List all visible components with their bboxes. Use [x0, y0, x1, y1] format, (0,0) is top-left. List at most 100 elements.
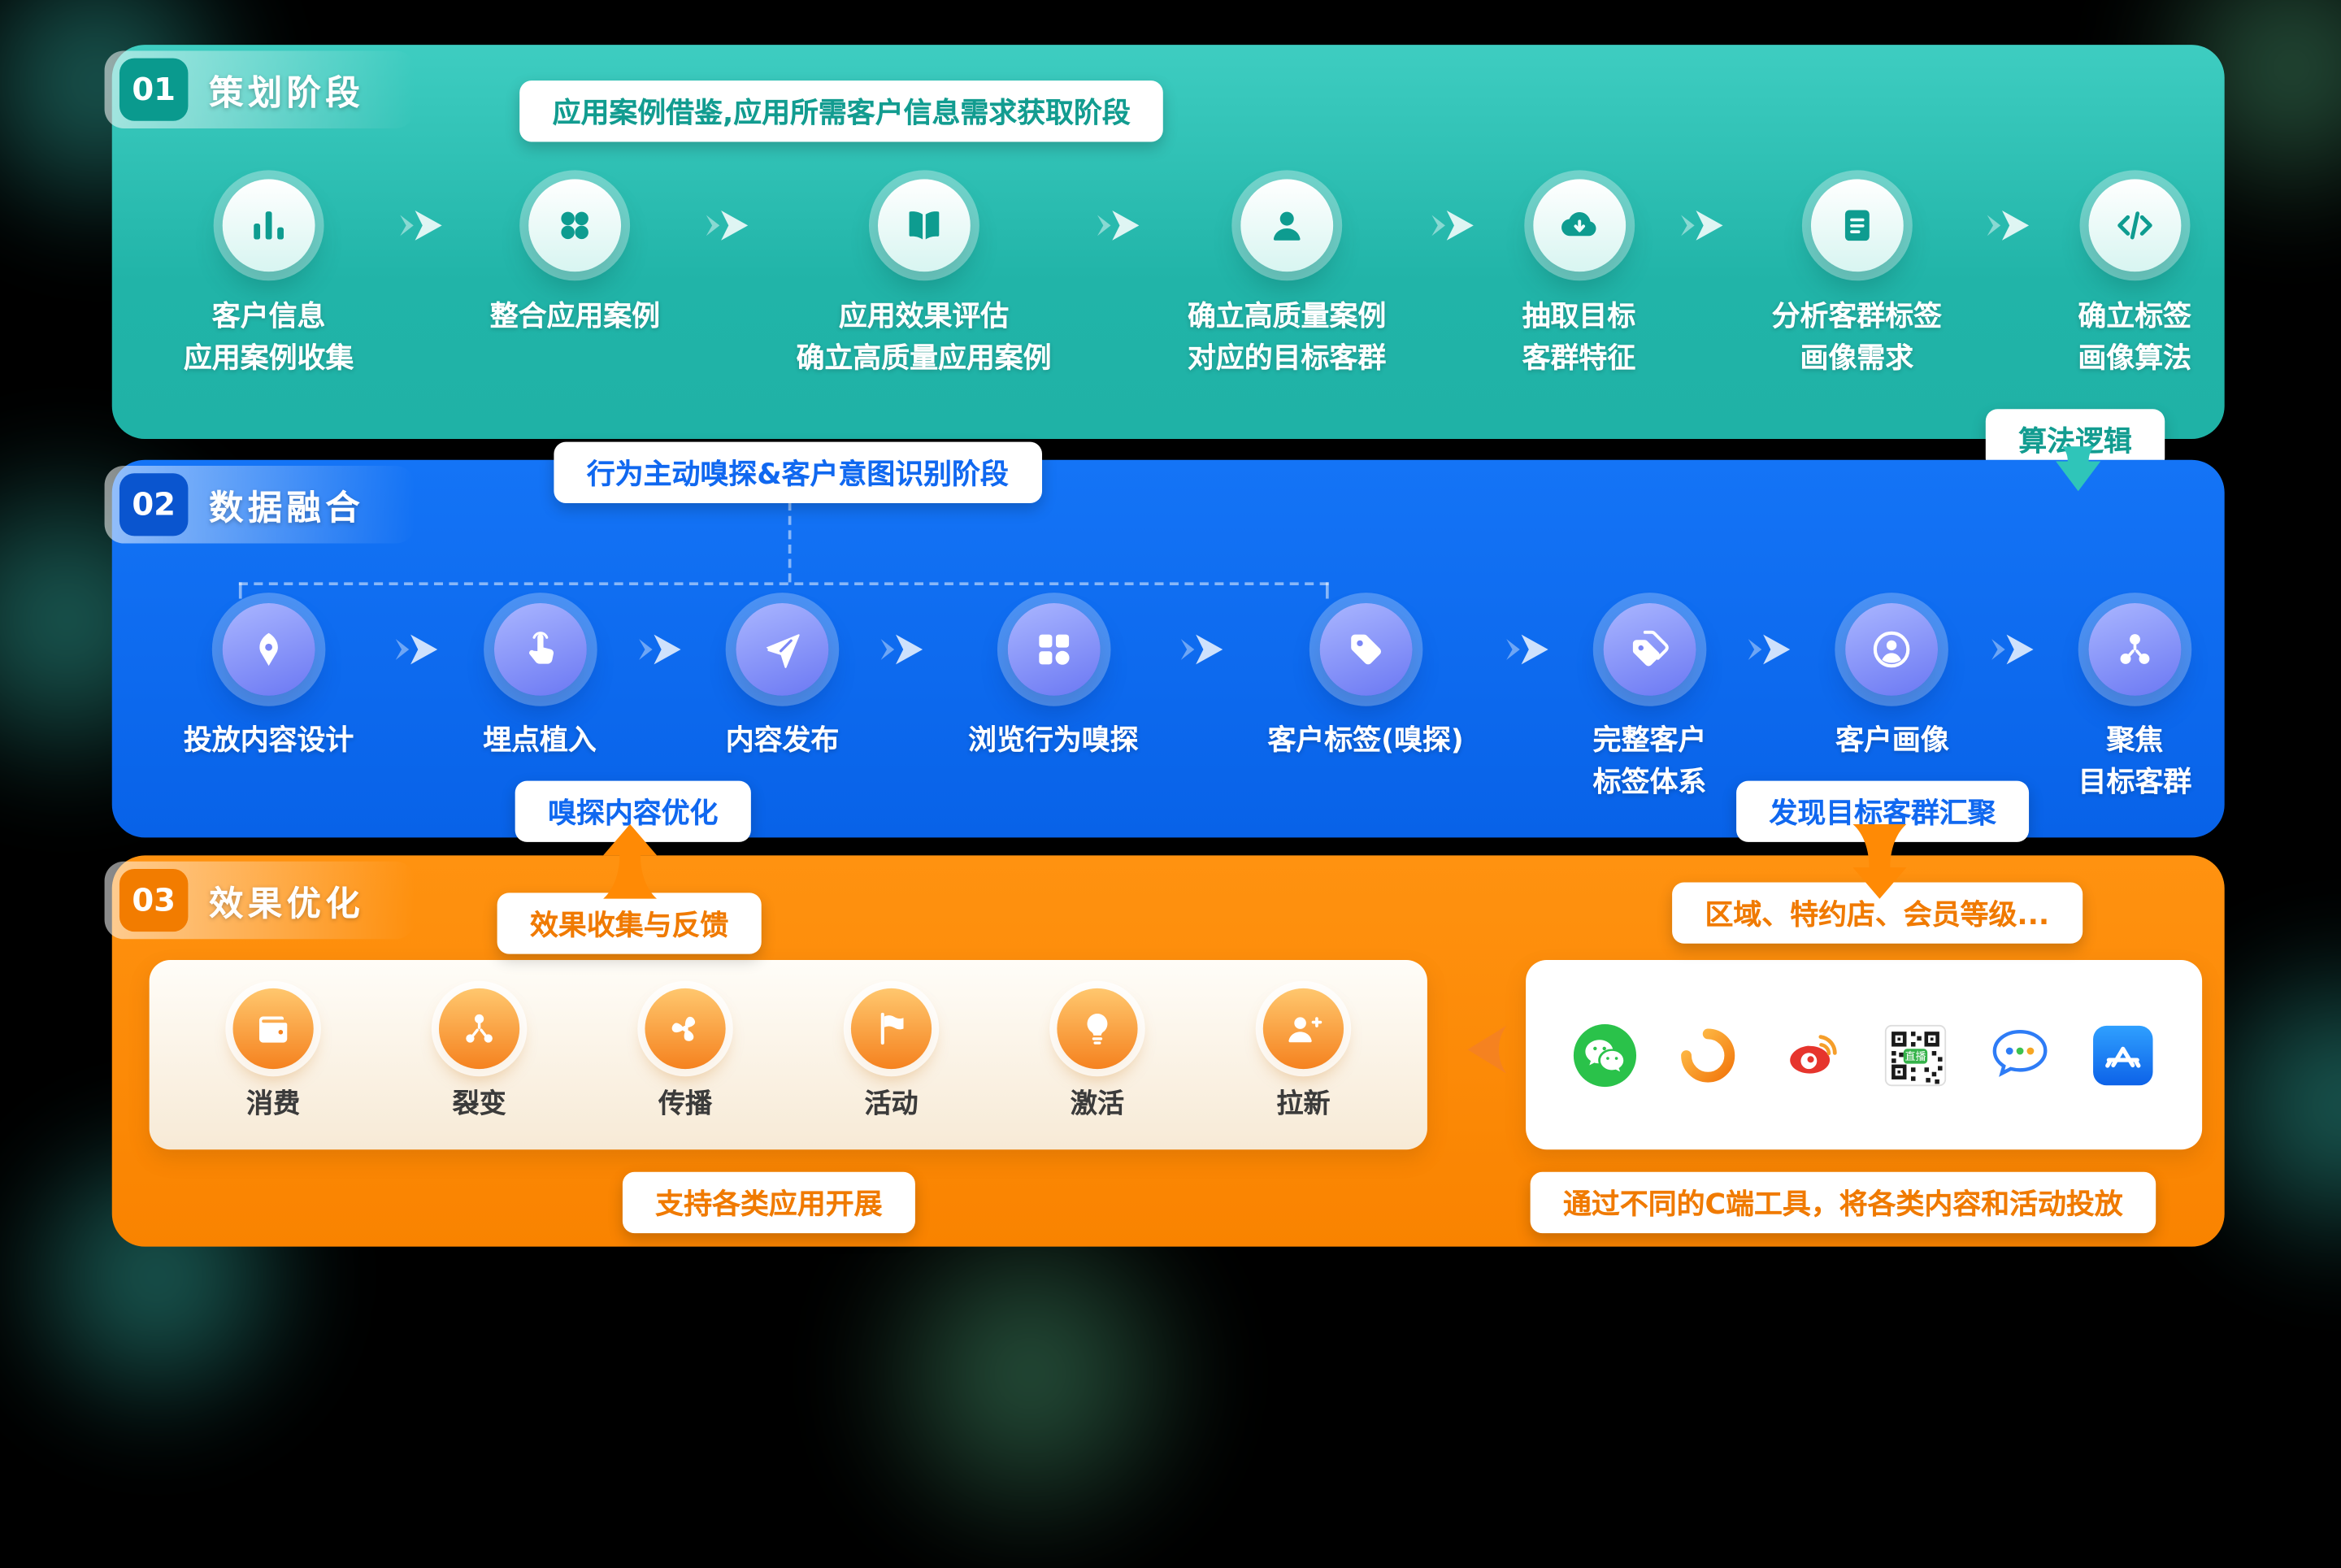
add-user-icon — [1262, 988, 1344, 1070]
phase3-number: 03 — [119, 868, 189, 932]
step-label-line: 确立标签 — [2078, 300, 2192, 333]
step-label: 完整客户 标签体系 — [1593, 721, 1707, 803]
step-label-line: 客群特征 — [1522, 341, 1636, 375]
live-qr-icon: 直播 — [1882, 1020, 1950, 1088]
app-awaken: 激活 — [1057, 988, 1138, 1121]
step-label: 整合应用案例 — [490, 298, 660, 339]
wallet-icon — [232, 988, 314, 1070]
phase3-badge: 03 效果优化 — [104, 861, 415, 940]
tags-icon — [1603, 603, 1696, 696]
step-label: 客户信息 应用案例收集 — [184, 298, 354, 380]
step-label-line: 聚焦 — [2106, 723, 2164, 758]
fan-icon — [645, 988, 726, 1070]
dashed-connector — [1325, 582, 1329, 599]
channels-loop-icon — [1674, 1020, 1742, 1088]
phase1-step-3: 应用效果评估 确立高质量应用案例 — [796, 179, 1052, 380]
phase2-number: 02 — [119, 473, 189, 536]
app-label: 激活 — [1070, 1088, 1125, 1120]
flow-arrow-icon — [703, 206, 754, 245]
phase3-band: 03 效果优化 效果收集与反馈 区域、特约店、会员等级... 消费 裂变 — [104, 855, 2225, 1247]
flow-arrow-icon — [1679, 206, 1729, 245]
grid-browse-icon — [1006, 603, 1100, 696]
step-label: 客户标签(嗅探) — [1267, 721, 1463, 762]
app-store-icon — [2089, 1020, 2157, 1088]
step-label: 内容发布 — [726, 721, 840, 762]
flow-arrow-icon — [1984, 206, 2035, 245]
channels-card: 直播 — [1526, 959, 2203, 1150]
phase3-segments-note: 区域、特约店、会员等级... — [1672, 882, 2083, 944]
bulb-icon — [1057, 988, 1138, 1070]
dashed-connector — [238, 582, 242, 599]
step-label-line: 标签体系 — [1592, 765, 1707, 798]
wechat-icon — [1570, 1020, 1638, 1088]
step-label: 浏览行为嗅探 — [968, 721, 1138, 762]
phase3-caption-right: 通过不同的C端工具，将各类内容和活动投放 — [1530, 1171, 2156, 1234]
send-plane-icon — [736, 603, 829, 696]
fission-icon — [438, 988, 520, 1070]
step-label-line: 确立高质量案例 — [1187, 300, 1387, 333]
phase1-steps: 客户信息 应用案例收集 整合应用案例 — [184, 179, 2191, 379]
phase2-steps: 投放内容设计 埋点植入 — [184, 603, 2191, 803]
step-label-line: 对应的目标客群 — [1187, 341, 1387, 375]
flag-icon — [850, 988, 932, 1070]
step-label-line: 抽取目标 — [1522, 300, 1636, 333]
four-dots-icon — [528, 179, 622, 272]
step-label: 应用效果评估 确立高质量应用案例 — [796, 298, 1051, 380]
phase1-step-5: 抽取目标 客群特征 — [1522, 179, 1636, 380]
phase1-number: 01 — [119, 58, 189, 121]
phase1-step-7: 确立标签 画像算法 — [2078, 179, 2191, 379]
flow-arrow-icon — [1745, 630, 1796, 669]
app-label: 消费 — [246, 1088, 301, 1120]
app-label: 裂变 — [452, 1088, 506, 1120]
step-label: 分析客群标签 画像需求 — [1772, 298, 1942, 380]
step-label: 确立标签 画像算法 — [2078, 298, 2191, 380]
person-badge-icon — [1845, 603, 1939, 696]
flow-arrow-icon — [1429, 206, 1479, 245]
step-label-line: 客户标签(嗅探) — [1267, 723, 1464, 758]
phase2-step-6: 完整客户 标签体系 — [1593, 603, 1707, 803]
code-icon — [2088, 179, 2182, 272]
step-label-line: 投放内容设计 — [183, 723, 354, 758]
step-label-line: 画像算法 — [2078, 341, 2192, 375]
dashed-connector — [238, 582, 1329, 585]
app-fission: 裂变 — [438, 988, 520, 1121]
flow-arrow-icon — [1503, 630, 1553, 669]
phase2-banner: 行为主动嗅探&客户意图识别阶段 — [554, 441, 1042, 503]
app-consume: 消费 — [232, 988, 314, 1121]
algo-down-arrow-icon — [2052, 446, 2103, 492]
step-label-line: 浏览行为嗅探 — [968, 723, 1139, 758]
open-book-icon — [877, 179, 971, 272]
step-label-line: 分析客群标签 — [1771, 300, 1943, 333]
flow-arrow-icon — [1178, 630, 1228, 669]
feedback-up-arrow-icon — [600, 823, 659, 899]
phase3-feedback-note: 效果收集与反馈 — [497, 893, 762, 954]
flow-left-arrow-icon — [1467, 1024, 1512, 1075]
step-label-line: 埋点植入 — [483, 723, 597, 758]
phase2-step-7: 客户画像 — [1835, 603, 1949, 762]
phase2-step-1: 投放内容设计 — [184, 603, 354, 762]
step-label-line: 应用案例收集 — [183, 341, 354, 375]
phase2-step-8: 聚焦 目标客群 — [2078, 603, 2191, 803]
flow-arrow-icon — [1094, 206, 1144, 245]
phase2-title: 数据融合 — [209, 489, 365, 529]
phase1-banner: 应用案例借鉴,应用所需客户信息需求获取阶段 — [519, 80, 1164, 142]
app-label: 拉新 — [1276, 1088, 1331, 1120]
phase2-step-3: 内容发布 — [726, 603, 840, 762]
step-label: 投放内容设计 — [184, 721, 354, 762]
chat-dots-icon — [1985, 1020, 2053, 1088]
flow-arrow-icon — [393, 630, 444, 669]
flow-arrow-icon — [397, 206, 447, 245]
phase2-step-5: 客户标签(嗅探) — [1267, 603, 1464, 762]
cluster-down-arrow-icon — [1850, 823, 1909, 899]
weibo-icon — [1778, 1020, 1846, 1088]
step-label: 客户画像 — [1835, 721, 1949, 762]
step-label: 抽取目标 客群特征 — [1522, 298, 1636, 380]
step-label-line: 内容发布 — [725, 723, 840, 758]
step-label-line: 客户信息 — [211, 300, 326, 333]
phase3-caption-left: 支持各类应用开展 — [622, 1171, 915, 1234]
flow-arrow-icon — [636, 630, 686, 669]
app-activity: 活动 — [850, 988, 932, 1121]
document-icon — [1810, 179, 1904, 272]
phase3-title: 效果优化 — [209, 885, 365, 924]
